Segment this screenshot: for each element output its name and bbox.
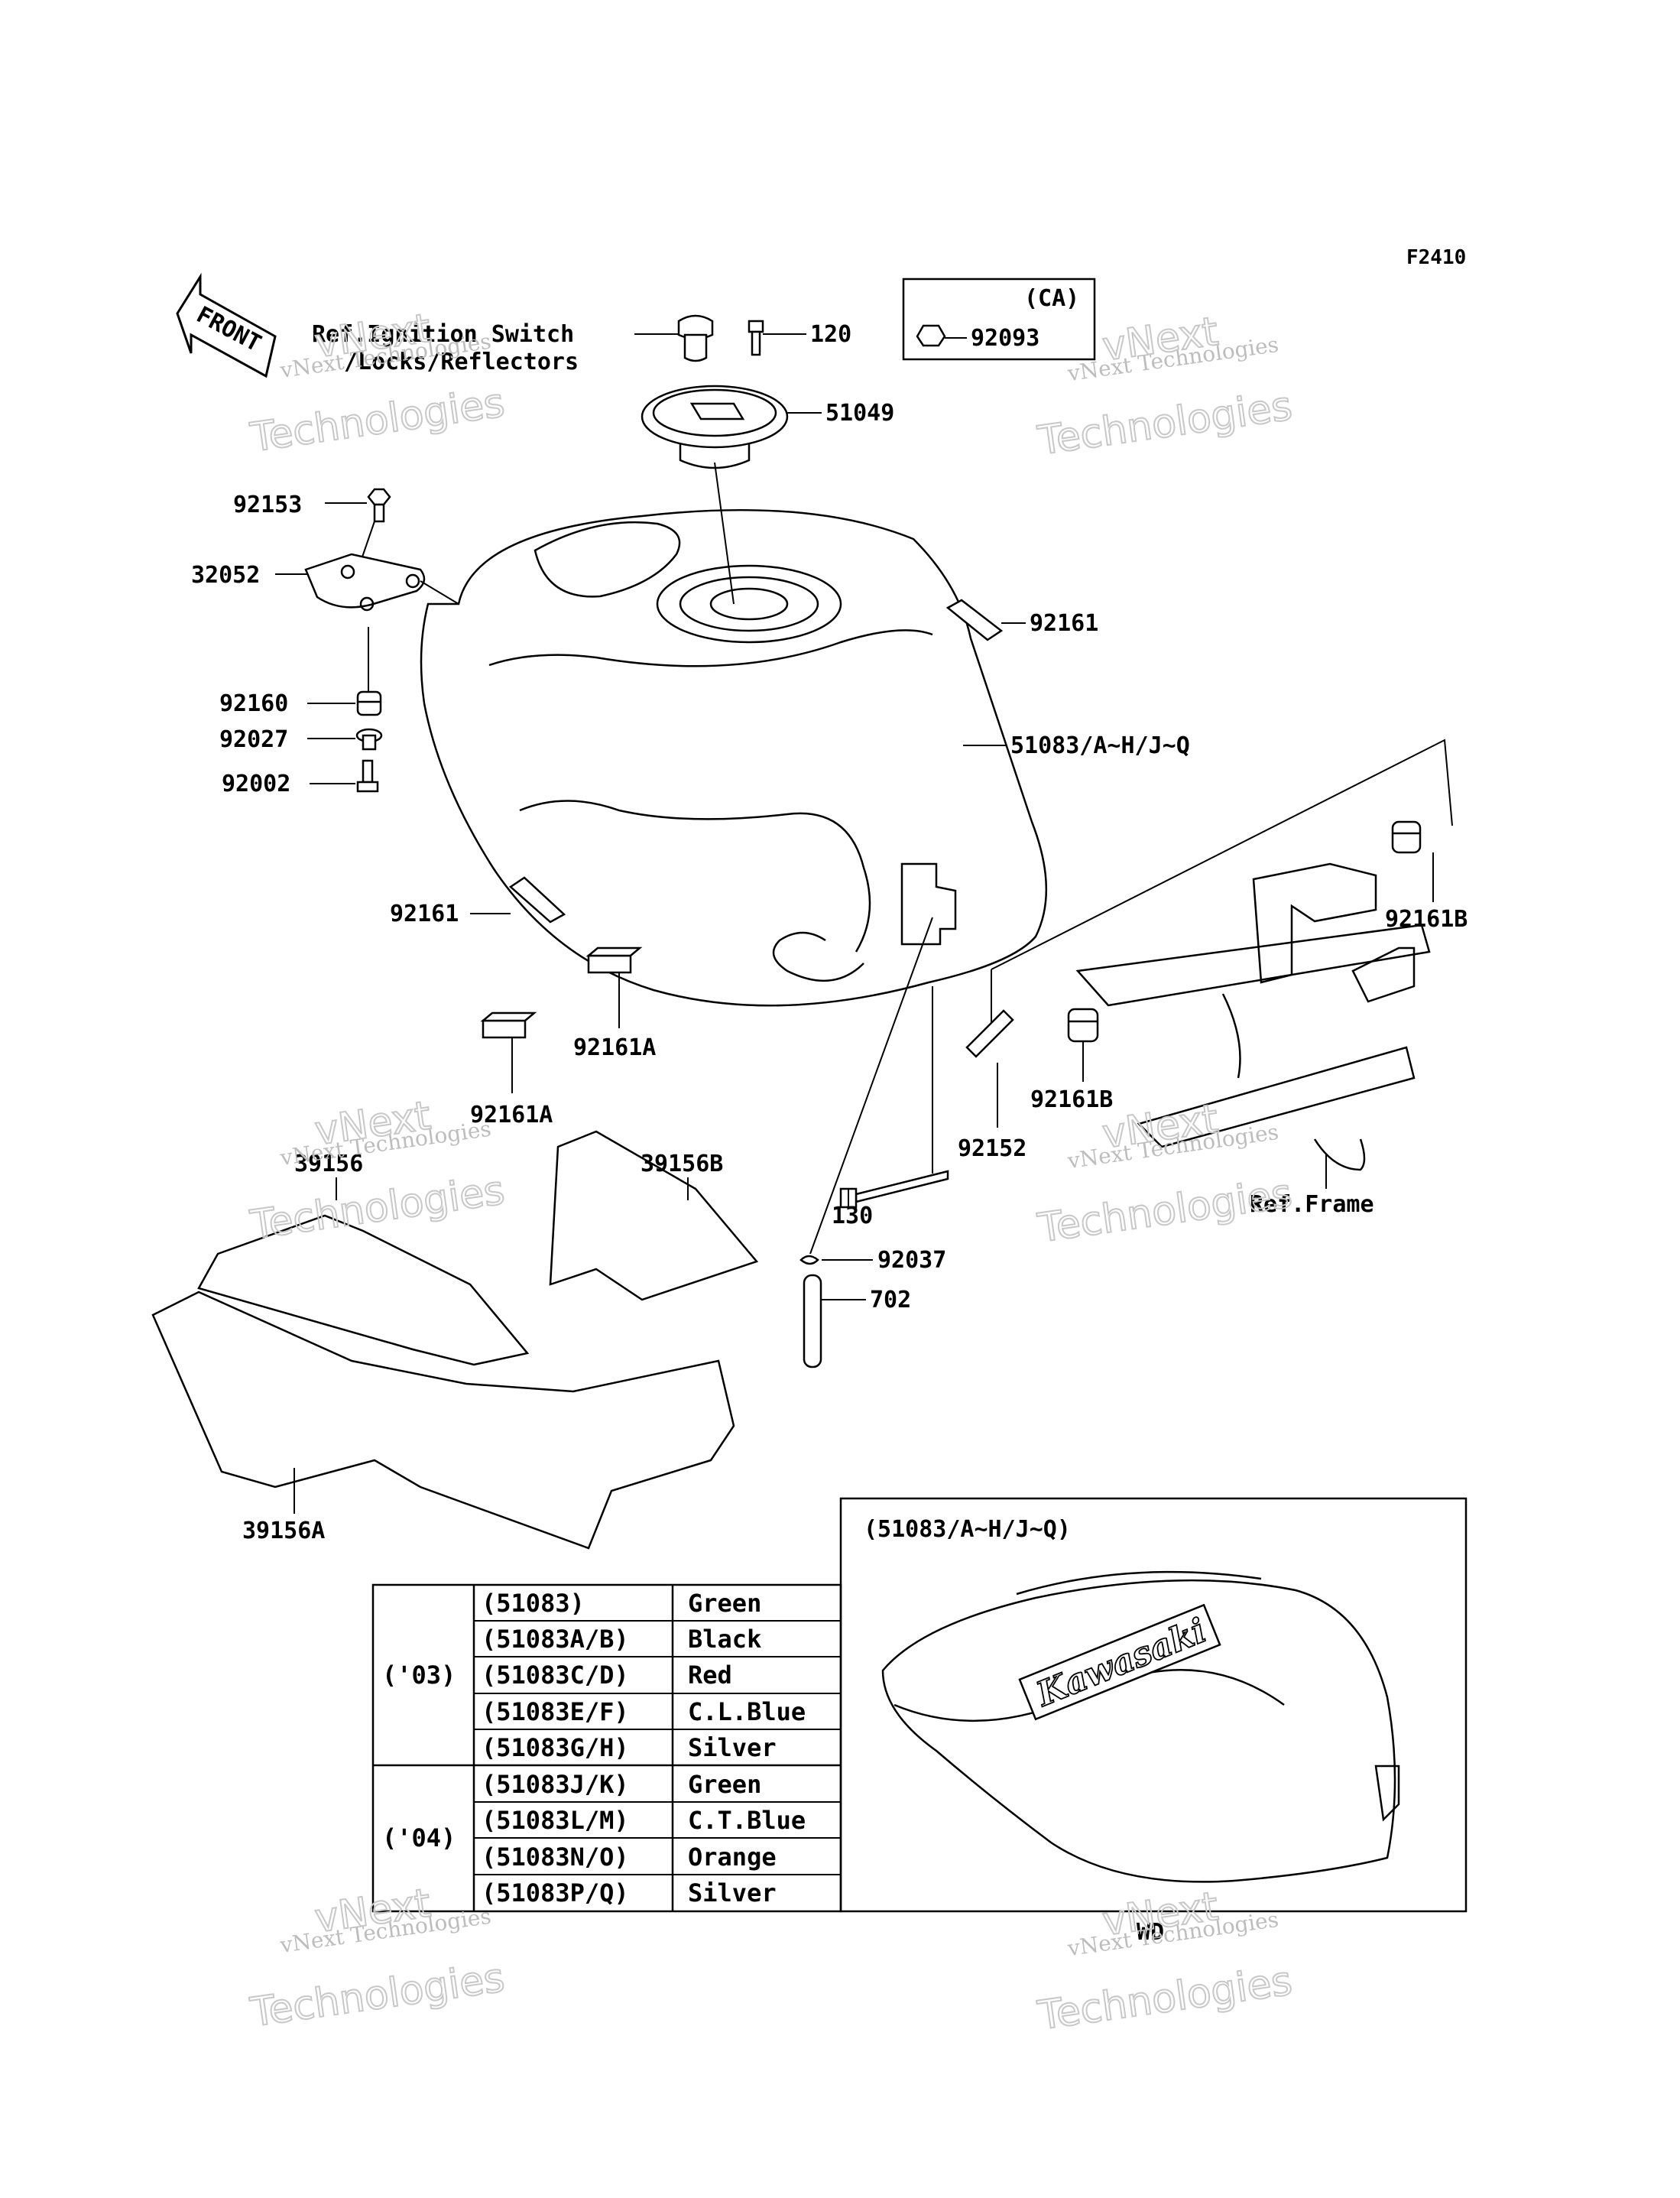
- callout-39156A: 39156A: [242, 1518, 325, 1544]
- inset-title: (51083/A~H/J~Q): [864, 1516, 1071, 1543]
- callout-92161A-1: 92161A: [573, 1034, 656, 1061]
- callout-51083: 51083/A~H/J~Q: [1010, 732, 1190, 759]
- callout-92002: 92002: [222, 771, 290, 797]
- callout-51049: 51049: [825, 400, 894, 427]
- table-part: (51083P/Q): [482, 1878, 629, 1907]
- pin-92152-icon: [965, 1009, 1014, 1058]
- callout-92160: 92160: [219, 690, 288, 717]
- watermark-mid-left: vNext Technologies vNext Technologies: [247, 1093, 508, 1250]
- callout-130: 130: [832, 1203, 873, 1229]
- callout-92161A-2: 92161A: [470, 1102, 553, 1128]
- collar-icon: [355, 728, 383, 751]
- pad-39156-icon: [197, 1214, 530, 1366]
- pad-39156B-icon: [549, 1130, 759, 1301]
- fuel-cap-icon: [641, 385, 789, 469]
- table-color: Silver: [688, 1878, 777, 1907]
- nut-icon: [916, 324, 946, 347]
- fuel-tank-icon: [420, 508, 1048, 1007]
- ref-ignition-label-1: Ref.Ignition Switch: [312, 321, 574, 348]
- damper-left-icon: [508, 876, 566, 924]
- ca-box-title: (CA): [1024, 285, 1079, 312]
- table-part: (51083A/B): [482, 1625, 629, 1654]
- table-color: Green: [688, 1589, 761, 1618]
- table-part: (51083N/O): [482, 1842, 629, 1872]
- callout-39156: 39156: [294, 1151, 363, 1177]
- pad-a1-icon: [585, 946, 643, 974]
- bolt-92002-icon: [356, 759, 379, 793]
- washer-icon: [799, 1255, 819, 1265]
- frame-reference-icon: [991, 739, 1453, 1171]
- kawasaki-logo: Kawasaki: [1030, 1611, 1212, 1715]
- table-part: (51083C/D): [482, 1661, 629, 1690]
- callout-92161-left: 92161: [390, 901, 459, 927]
- figure-code: F2410: [1406, 246, 1466, 269]
- svg-text:Technologies: Technologies: [1035, 383, 1295, 464]
- damper-top-icon: [945, 599, 1004, 641]
- cap-plug-icon: [677, 314, 714, 362]
- grommet-icon: [356, 690, 382, 716]
- callout-92153: 92153: [233, 492, 302, 518]
- callout-120: 120: [810, 321, 851, 348]
- table-color: C.T.Blue: [688, 1806, 806, 1835]
- callout-92152: 92152: [958, 1135, 1026, 1162]
- table-part: (51083): [482, 1589, 585, 1618]
- table-color: Green: [688, 1770, 761, 1799]
- svg-text:Technologies: Technologies: [1035, 1958, 1295, 2039]
- front-arrow-icon: FRONT: [176, 272, 277, 378]
- tank-inset-icon: [881, 1570, 1400, 1883]
- watermark-bottom-left: vNext Technologies vNext Technologies: [247, 1880, 508, 2037]
- table-part: (51083E/F): [482, 1697, 629, 1726]
- callout-92161B-1: 92161B: [1385, 906, 1468, 933]
- svg-text:Technologies: Technologies: [248, 1167, 508, 1248]
- ca-box-part: 92093: [971, 325, 1039, 352]
- color-table: ('03) ('04) (51083) Green (51083A/B) Bla…: [371, 1583, 842, 1913]
- bolt-130-icon: [839, 1170, 949, 1209]
- inset-code: WD: [1137, 1919, 1164, 1946]
- svg-text:Technologies: Technologies: [1035, 1170, 1295, 1252]
- table-color: C.L.Blue: [688, 1697, 806, 1726]
- callout-92161-top: 92161: [1030, 610, 1098, 637]
- pin-702-icon: [803, 1274, 822, 1368]
- watermark-bottom-right: vNext Technologies vNext Technologies: [1034, 1883, 1296, 2041]
- damper-b1-icon: [1391, 820, 1422, 854]
- callout-92027: 92027: [219, 726, 288, 753]
- table-year-04: ('04): [382, 1823, 456, 1852]
- table-color: Red: [688, 1661, 732, 1690]
- svg-text:Technologies: Technologies: [248, 1955, 508, 2036]
- watermark-top-right: vNext Technologies vNext Technologies: [1034, 308, 1296, 466]
- bolt-92153-icon: [367, 488, 391, 523]
- table-part: (51083G/H): [482, 1733, 629, 1762]
- callout-92161B-2: 92161B: [1030, 1086, 1113, 1113]
- pad-39156A-icon: [151, 1291, 735, 1550]
- bracket-32052-icon: [304, 553, 426, 612]
- ca-box: (CA) 92093: [902, 278, 1096, 361]
- table-part: (51083L/M): [482, 1806, 629, 1835]
- table-color: Silver: [688, 1733, 777, 1762]
- callout-92037: 92037: [877, 1247, 946, 1274]
- inset-box: (51083/A~H/J~Q) Kawasaki WD: [839, 1497, 1468, 1946]
- pad-a2-icon: [480, 1011, 537, 1039]
- ref-frame-label: Ref.Frame: [1250, 1191, 1374, 1218]
- screw-120-icon: [748, 320, 764, 356]
- table-color: Orange: [688, 1842, 777, 1872]
- callout-702: 702: [870, 1287, 911, 1313]
- table-color: Black: [688, 1625, 761, 1654]
- damper-b2-icon: [1067, 1008, 1099, 1043]
- svg-text:Technologies: Technologies: [248, 380, 508, 461]
- table-year-03: ('03): [382, 1661, 456, 1690]
- ref-ignition-label-2: /Locks/Reflectors: [344, 349, 579, 375]
- table-part: (51083J/K): [482, 1770, 629, 1799]
- callout-32052: 32052: [191, 562, 260, 589]
